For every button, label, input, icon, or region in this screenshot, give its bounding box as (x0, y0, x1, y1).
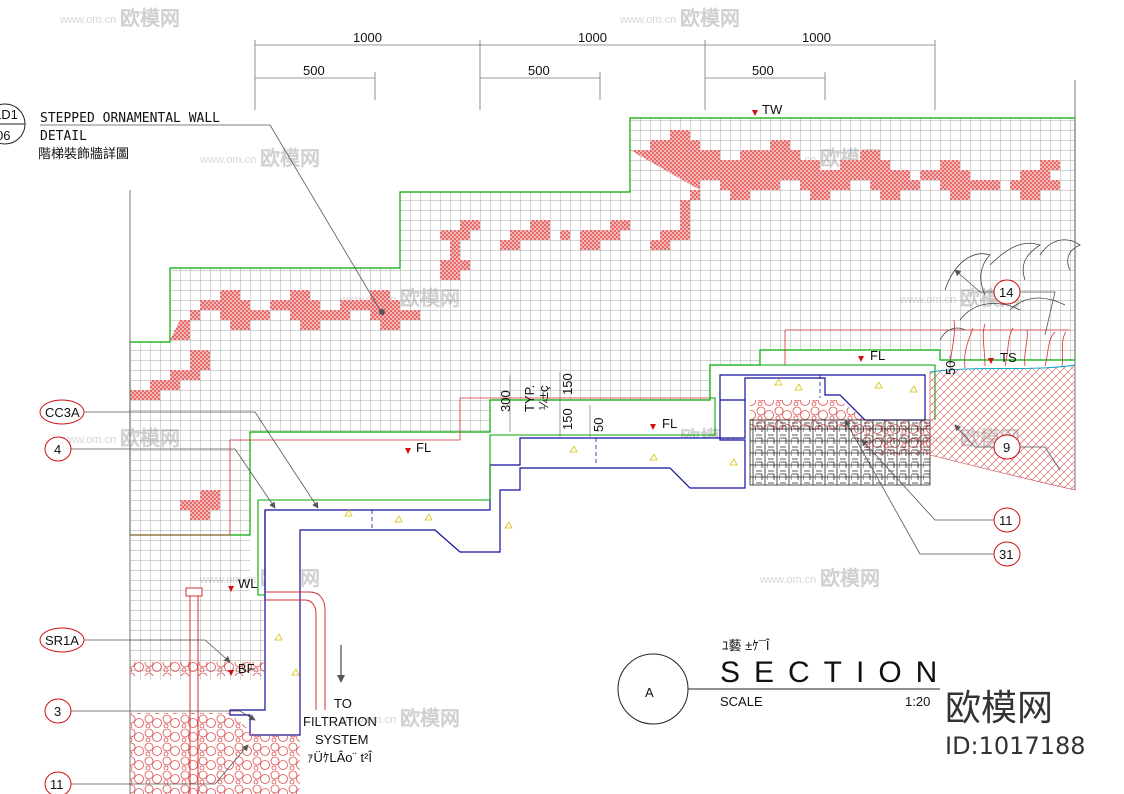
scale-label: SCALE (720, 694, 763, 709)
woven-base (749, 419, 931, 486)
callout-11-bottom: 11 (50, 777, 64, 792)
watermark-brand: 欧模网 (400, 706, 460, 730)
level-tw: TW (762, 102, 783, 117)
filtration-line2: SYSTEM (315, 732, 368, 747)
watermark-brand: 欧模网 (120, 6, 180, 30)
watermark-url: www.om.cn (759, 574, 816, 586)
concrete-steps (229, 374, 926, 736)
detail-reference: LD1 06 (0, 103, 26, 145)
callout-4: 4 (54, 442, 61, 457)
brand-logo: 欧模网 (945, 688, 1053, 729)
filtration-to: TO (334, 696, 352, 711)
title-line-1: STEPPED ORNAMENTAL WALL (40, 111, 220, 126)
filtration-line1: FILTRATION (303, 714, 377, 729)
callout-9: 9 (1003, 440, 1010, 455)
soil-hatch (929, 364, 1076, 491)
level-bf: BF (238, 661, 255, 676)
callout-sr1a: SR1A (45, 633, 79, 648)
dim-typ: TYP. (522, 385, 537, 412)
pipes (185, 587, 326, 794)
watermark-url: www.om.cn (59, 434, 116, 446)
level-markers (228, 110, 994, 676)
joint-lines (371, 375, 821, 530)
section-title-block (617, 653, 940, 725)
dim-500-c: 500 (752, 63, 774, 78)
watermark-brand: 欧模网 (820, 566, 880, 590)
soil-line (929, 364, 1076, 373)
watermark-url: www.om.cn (339, 714, 396, 726)
dim-150-b: 150 (560, 408, 575, 430)
scale-value: 1:20 (905, 694, 930, 709)
leader-dot (379, 309, 385, 315)
section-marker: A (645, 685, 654, 700)
dim-500-b: 500 (528, 63, 550, 78)
ornamental-pattern (130, 130, 1060, 520)
section-title: SECTION (720, 656, 951, 689)
watermark-url: www.om.cn (619, 14, 676, 26)
callout-14: 14 (999, 285, 1013, 300)
dim-50-a: 50 (591, 418, 606, 432)
dim-typ-cn: ¼±ç (536, 385, 551, 410)
dim-1000-a: 1000 (353, 30, 382, 45)
level-fl-3: FL (416, 440, 431, 455)
shrub-stems (949, 319, 1067, 369)
dim-1000-b: 1000 (578, 30, 607, 45)
step-dimensions: 300 TYP. ¼±ç 150 150 50 50 (498, 355, 958, 438)
callout-11-right: 11 (999, 513, 1013, 528)
filtration-cn: ｧÜｹLÂo¨ t²Î (307, 750, 372, 765)
step-edges (257, 364, 936, 596)
dim-50-b: 50 (943, 361, 958, 375)
dim-300: 300 (498, 390, 513, 412)
brand-id: ID:1017188 (945, 732, 1086, 760)
detail-ref-top: LD1 (0, 107, 18, 122)
section-cn: ﾕ藝 ±ｹ¯Î (722, 638, 770, 653)
level-ts: TS (1000, 350, 1017, 365)
level-wl: WL (238, 576, 258, 591)
level-fl-2: FL (662, 416, 677, 431)
callout-leaders (71, 269, 1061, 785)
dim-150-a: 150 (560, 373, 575, 395)
callout-cc3a: CC3A (45, 405, 80, 420)
watermark-url: www.om.cn (199, 154, 256, 166)
dimension-lines (254, 40, 936, 110)
dim-500-a: 500 (303, 63, 325, 78)
title-line-2: DETAIL (40, 129, 87, 144)
watermark-brand: 欧模网 (680, 6, 740, 30)
level-fl-1: FL (870, 348, 885, 363)
watermark-url: www.om.cn (59, 14, 116, 26)
dim-1000-c: 1000 (802, 30, 831, 45)
title-line-3: 階梯裝飾牆詳圖 (38, 146, 129, 161)
detail-ref-bottom: 06 (0, 128, 10, 143)
aggregate (274, 378, 918, 676)
title-leader (40, 124, 381, 311)
callout-31: 31 (999, 547, 1013, 562)
callout-3: 3 (54, 704, 61, 719)
